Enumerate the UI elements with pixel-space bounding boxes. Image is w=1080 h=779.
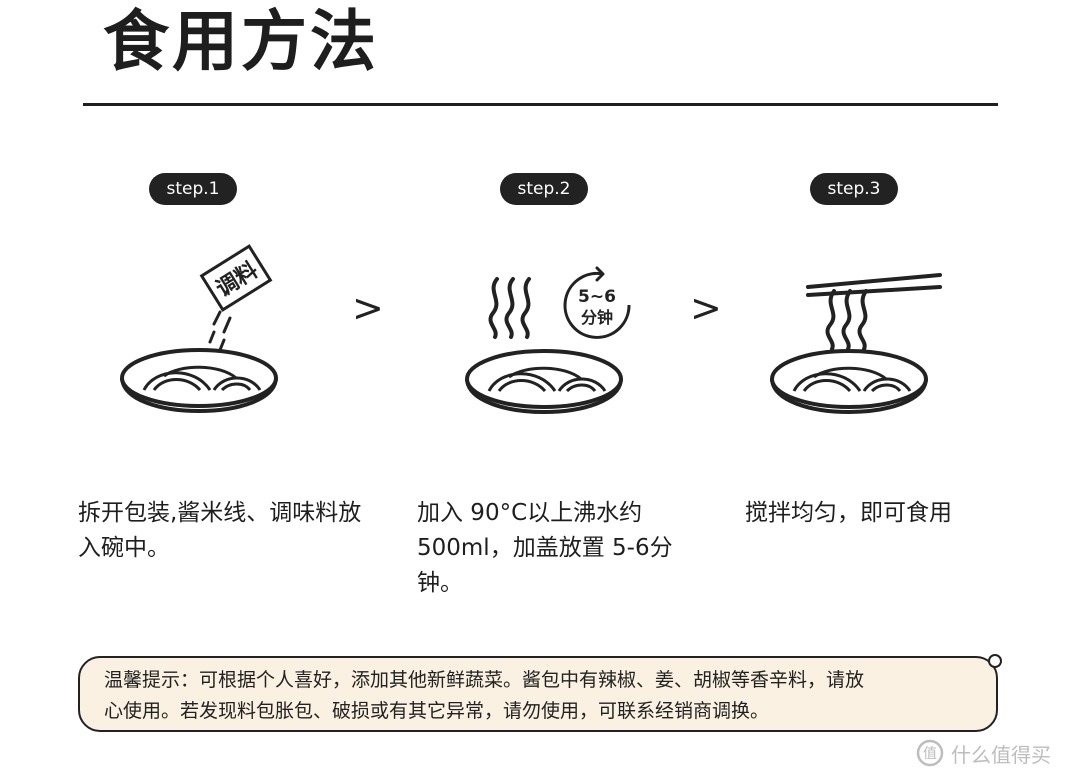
step-1-illustration: 调料 bbox=[120, 244, 278, 413]
timer-unit: 分钟 bbox=[581, 308, 613, 327]
timer-minutes: 5~6 bbox=[578, 287, 616, 307]
tip-line-2: 心使用。若发现料包胀包、破损或有其它异常，请勿使用，可联系经销商调换。 bbox=[104, 700, 770, 722]
page-title: 食用方法 bbox=[103, 3, 379, 80]
timer-icon: 5~6 分钟 bbox=[563, 266, 631, 339]
tip-corner-dot bbox=[988, 654, 1002, 668]
noodle-bowl-icon bbox=[770, 349, 928, 414]
step-2-badge: step.2 bbox=[500, 173, 588, 205]
noodle-bowl-icon bbox=[120, 348, 278, 413]
seasoning-packet-icon: 调料 bbox=[199, 244, 273, 312]
lifted-noodles-icon bbox=[825, 289, 868, 351]
chopsticks-icon bbox=[806, 273, 942, 297]
watermark: 值 什么值得买 bbox=[915, 738, 1051, 768]
step-2-illustration: 5~6 分钟 bbox=[465, 266, 631, 414]
watermark-text: 什么值得买 bbox=[951, 742, 1051, 767]
step-1-badge: step.1 bbox=[149, 173, 237, 205]
step-3-description: 搅拌均匀，即可食用 bbox=[745, 500, 952, 526]
svg-text:值: 值 bbox=[923, 746, 937, 762]
steam-icon bbox=[488, 277, 531, 339]
step-1-description: 拆开包装,酱米线、调味料放入碗中。 bbox=[78, 500, 362, 561]
step-arrow-2: > bbox=[690, 286, 722, 330]
step-arrow-1: > bbox=[352, 286, 384, 330]
seasoning-falling-icon bbox=[208, 310, 232, 352]
tip-box: 温馨提示：可根据个人喜好，添加其他新鲜蔬菜。酱包中有辣椒、姜、胡椒等香辛料，请放… bbox=[78, 654, 1002, 732]
step-3-badge: step.3 bbox=[810, 173, 898, 205]
step-2-description: 加入 90°C以上沸水约500ml，加盖放置 5-6分钟。 bbox=[417, 500, 673, 596]
step-3-illustration bbox=[770, 273, 942, 414]
tip-line-1: 温馨提示：可根据个人喜好，添加其他新鲜蔬菜。酱包中有辣椒、姜、胡椒等香辛料，请放 bbox=[104, 669, 865, 691]
title-divider bbox=[83, 103, 998, 106]
zhi-logo-icon: 值 bbox=[916, 739, 944, 767]
noodle-bowl-icon bbox=[465, 349, 623, 414]
